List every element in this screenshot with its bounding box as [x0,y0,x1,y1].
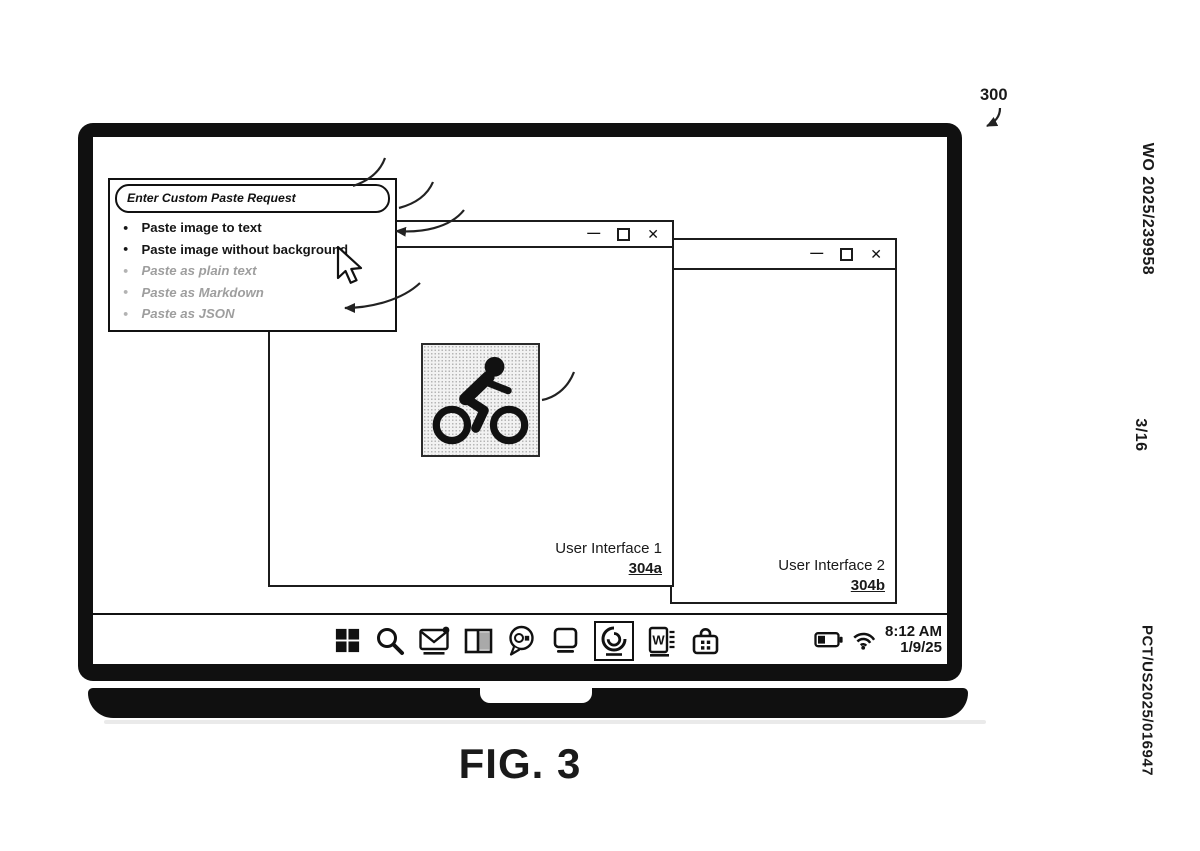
ref-300: 300 [980,86,1008,104]
close-icon[interactable]: ✕ [870,246,882,262]
window2-label: User Interface 2 304b [778,556,885,597]
word-icon[interactable]: W [647,625,677,657]
menu-item-paste-image-without-background[interactable]: ● Paste image without background [123,241,349,257]
laptop-lid-notch [480,688,592,703]
close-icon[interactable]: ✕ [647,226,659,242]
menu-item-paste-image-to-text[interactable]: ● Paste image to text [123,220,262,236]
window1-titlebar: — ✕ [270,222,672,248]
maximize-icon[interactable] [617,227,631,241]
window2-titlebar: — ✕ [672,240,895,270]
cyclist-icon [432,356,528,445]
start-icon[interactable] [333,626,362,655]
pasted-cyclist-image[interactable] [421,343,540,457]
sheet-number: 3/16 [1132,418,1149,452]
clock-date: 1/9/25 [900,639,942,657]
window1-label: User Interface 1 304a [555,539,662,580]
laptop-base [88,688,968,718]
chat-icon[interactable] [506,625,537,657]
window-user-interface-2: — ✕ User Interface 2 304b [670,238,897,604]
ref-304a: 304a [628,559,662,577]
laptop-screen: — ✕ User Interface 2 304b — ✕ [93,137,947,664]
menu-item-paste-as-markdown: ● Paste as Markdown [123,284,264,300]
wifi-icon [851,629,878,653]
window2-title: User Interface 2 [778,556,885,574]
paste-context-menu: Enter Custom Paste Request ● Paste image… [108,178,397,332]
bullet-icon: ● [123,308,129,319]
task-view-icon[interactable] [463,626,493,656]
minimize-icon[interactable]: — [587,224,601,240]
paste-menu-list: ● Paste image to text ● Paste image with… [110,217,395,325]
taskbar-clock[interactable]: 8:12 AM 1/9/25 [885,622,942,658]
laptop-screen-bezel: — ✕ User Interface 2 304b — ✕ [78,123,962,681]
taskbar-icons: W [333,620,721,661]
taskbar: W [93,613,947,664]
bullet-icon: ● [123,265,129,276]
bullet-icon: ● [123,286,129,297]
svg-text:W: W [652,632,665,647]
bullet-icon: ● [123,243,129,254]
window1-title: User Interface 1 [555,539,662,557]
system-tray: 8:12 AM 1/9/25 [814,622,942,658]
figure-caption: FIG. 3 [458,740,582,787]
laptop-icon[interactable] [550,626,581,655]
store-icon[interactable] [690,626,721,656]
copilot-icon[interactable] [594,620,634,661]
clock-time: 8:12 AM [885,622,942,640]
arrow-300 [986,107,1002,127]
menu-item-paste-as-json: ● Paste as JSON [123,306,235,322]
search-icon[interactable] [375,626,405,656]
ref-304b: 304b [850,576,885,594]
publication-number: WO 2025/239958 [1139,142,1156,276]
laptop-shadow [104,720,986,724]
mail-icon[interactable] [418,625,450,656]
bullet-icon: ● [123,222,129,233]
maximize-icon[interactable] [840,247,854,261]
menu-item-paste-as-plain-text: ● Paste as plain text [123,263,257,279]
application-number: PCT/US2025/016947 [1138,624,1156,777]
custom-paste-input[interactable]: Enter Custom Paste Request [115,184,390,213]
minimize-icon[interactable]: — [810,244,824,260]
battery-icon [814,629,844,653]
